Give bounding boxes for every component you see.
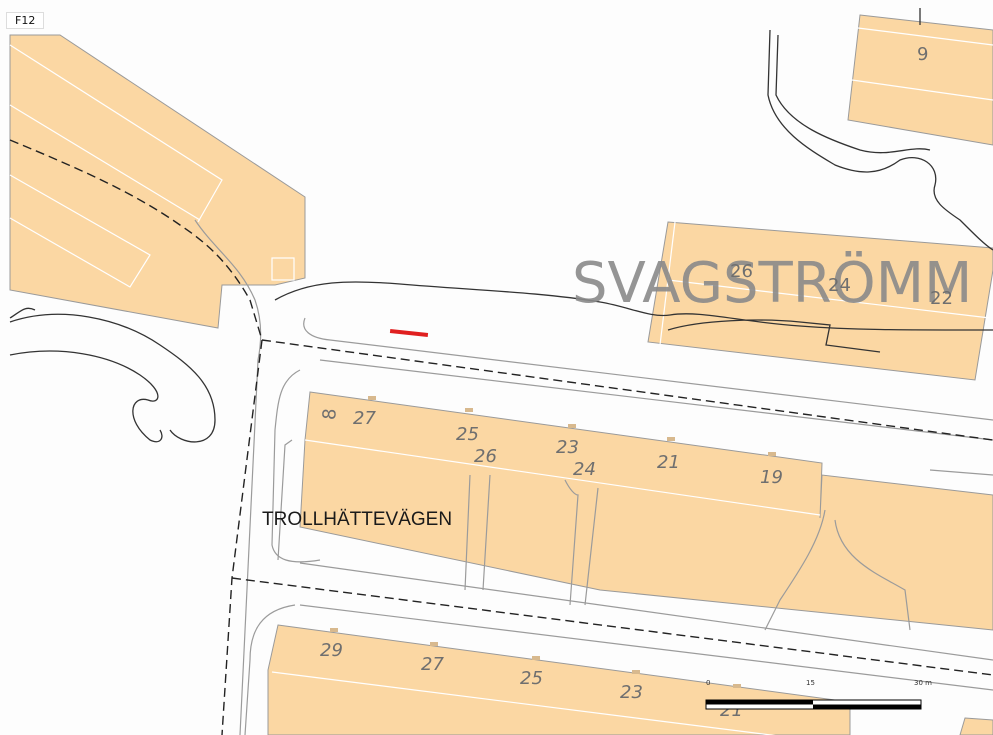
house-number-23: 23 xyxy=(556,437,579,458)
scale-bar: 0 15 30 m xyxy=(705,679,932,710)
scale-label-30: 30 m xyxy=(914,679,932,687)
house-number-22: 22 xyxy=(930,288,953,309)
house-number-21: 21 xyxy=(657,452,680,473)
building-top-left xyxy=(9,34,306,329)
house-number-26-right: 26 xyxy=(730,261,753,282)
house-number-8: 8 xyxy=(319,408,341,421)
building-middle-row xyxy=(299,391,993,631)
house-number-24-right: 24 xyxy=(828,275,851,296)
house-number-27: 27 xyxy=(353,408,376,429)
house-number-29: 29 xyxy=(320,640,343,661)
scale-label-15: 15 xyxy=(806,679,815,687)
red-road-marker[interactable] xyxy=(389,329,429,337)
road-centerlines xyxy=(9,139,993,735)
house-number-24: 24 xyxy=(573,459,596,480)
house-number-27-bottom: 27 xyxy=(421,654,444,675)
building-bottom-row xyxy=(267,624,993,735)
house-number-25-bottom: 25 xyxy=(520,668,543,689)
terrain-contours xyxy=(9,8,993,443)
street-label-svagstromm: SVAGSTRÖMM xyxy=(572,251,972,316)
house-number-26: 26 xyxy=(474,446,497,467)
entrance-ticks xyxy=(330,396,776,688)
scale-label-0: 0 xyxy=(706,679,710,687)
map-sheet-label: F12 xyxy=(6,12,45,29)
house-number-9: 9 xyxy=(917,44,928,65)
street-label-trollhattevagen: TROLLHÄTTEVÄGEN xyxy=(262,509,452,530)
house-number-19: 19 xyxy=(760,467,783,488)
road-edges xyxy=(194,219,993,735)
house-number-25: 25 xyxy=(456,424,479,445)
house-number-23-bottom: 23 xyxy=(620,682,643,703)
building-number-9 xyxy=(847,14,993,146)
building-svagstromm xyxy=(647,221,993,381)
